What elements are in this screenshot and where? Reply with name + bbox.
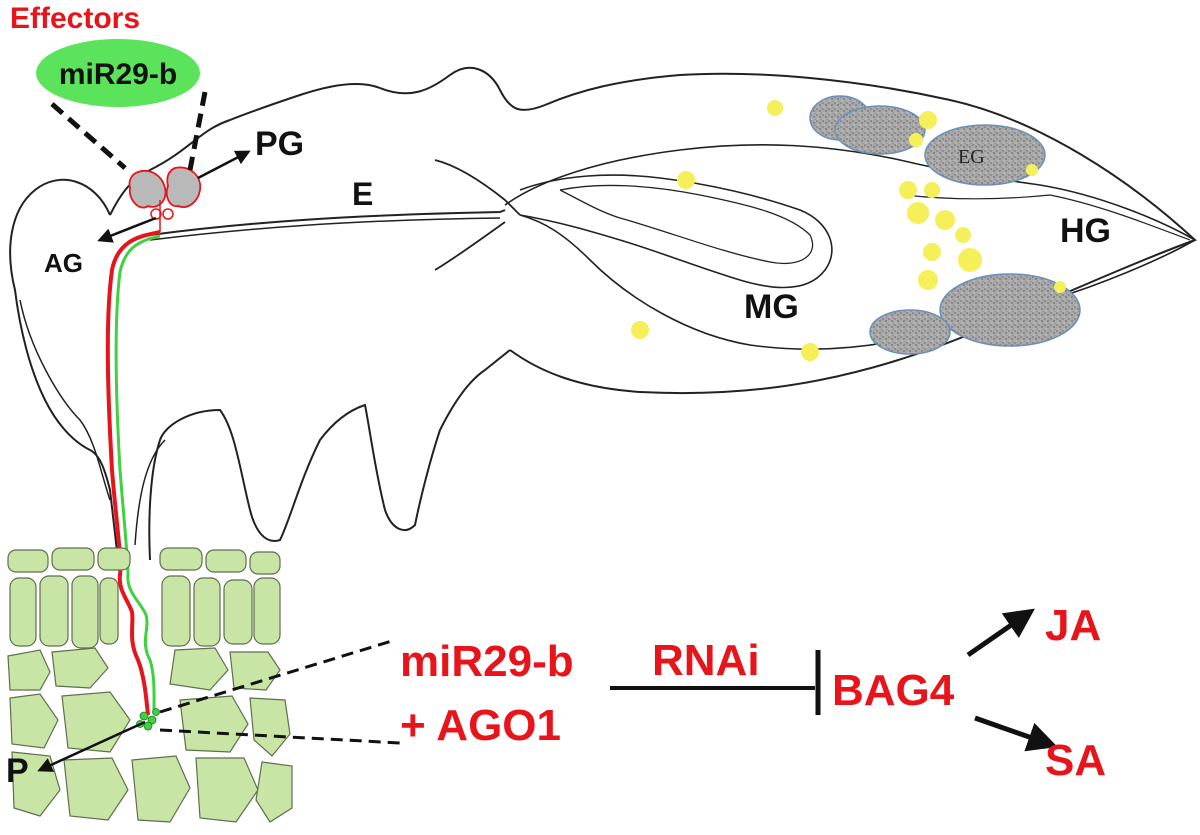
plant-cell <box>9 693 59 749</box>
symbiont-dot <box>899 181 917 199</box>
pg-arrow <box>197 150 251 180</box>
sa-label: SA <box>1045 736 1106 785</box>
symbiont-dot <box>767 100 783 116</box>
embryo <box>834 105 926 155</box>
phloem-cell <box>139 711 149 721</box>
bubble-pointer-line <box>50 102 127 170</box>
plant-cell <box>249 697 291 757</box>
symbiont-dot <box>907 202 929 224</box>
embryo <box>924 124 1046 186</box>
plant-cell <box>161 575 191 647</box>
gut <box>434 144 1197 350</box>
plant-cell <box>193 577 221 647</box>
eg-label: EG <box>958 146 985 168</box>
plant-cell <box>195 757 259 823</box>
plant-cell <box>51 547 95 571</box>
plant-cell <box>205 549 247 573</box>
aphid-body <box>9 66 1197 561</box>
hg-label: HG <box>1060 212 1111 250</box>
symbiont-dot <box>677 171 695 189</box>
symbiont-dot <box>935 210 955 230</box>
embryo <box>939 273 1081 347</box>
plant-cell <box>97 547 131 571</box>
symbiont-dot <box>924 182 940 198</box>
plant-cell <box>229 651 281 691</box>
esophagus <box>149 217 501 241</box>
embryos <box>809 95 1081 355</box>
symbiont-dot <box>919 111 937 129</box>
symbiont-dot <box>918 270 938 290</box>
plant-cell <box>99 577 119 645</box>
p-label: P <box>6 752 29 790</box>
symbiont-dot <box>955 227 971 243</box>
plant-cell <box>159 547 203 571</box>
principal-gland <box>128 170 167 209</box>
sa-arrow <box>974 715 1058 752</box>
ja-arrow <box>966 608 1035 658</box>
aphid-head-top-outline <box>109 66 1197 395</box>
ag-label: AG <box>44 248 83 278</box>
ago1-label: + AGO1 <box>400 701 561 750</box>
plant-cell <box>61 691 131 753</box>
plant-cell <box>253 577 281 645</box>
esophagus <box>149 209 506 236</box>
embryo <box>869 309 951 355</box>
symbionts <box>631 100 1066 361</box>
phloem-cell <box>147 715 157 725</box>
plant-cell <box>223 579 253 645</box>
plant-tissue <box>7 547 293 823</box>
aphid-head-thorax-outline <box>9 178 511 561</box>
effector-bubble <box>36 39 200 107</box>
plant-cell <box>249 551 281 575</box>
symbiont-dot <box>1026 164 1038 176</box>
symbiont-dot <box>631 321 649 339</box>
plant-cell <box>9 577 37 647</box>
gut-outer-outline <box>504 144 1197 350</box>
symbiont-dot <box>958 248 982 272</box>
pg-label: PG <box>255 125 304 163</box>
salivary-canal-red <box>105 230 161 716</box>
foregut-fork <box>434 159 521 271</box>
plant-cell <box>71 575 99 649</box>
effectors-label: Effectors <box>10 2 140 35</box>
e-label: E <box>352 176 373 212</box>
plant-cell <box>63 757 129 821</box>
ag-arrow <box>97 216 157 243</box>
mir-complex-label: miR29-b <box>400 637 574 686</box>
plant-cell <box>7 549 49 573</box>
complex-pointer-line <box>159 728 401 745</box>
symbiont-dot <box>801 343 819 361</box>
phloem-cell <box>152 708 160 716</box>
plant-cell <box>131 755 191 823</box>
plant-cell <box>169 647 229 691</box>
plant-cell <box>39 575 69 647</box>
plant-cell <box>255 761 293 823</box>
salivary-glands <box>128 166 202 232</box>
plant-cell <box>51 647 109 689</box>
p-arrow <box>37 720 146 772</box>
gut-inner-line <box>904 194 1191 241</box>
complex-pointer-line <box>159 638 396 714</box>
bubble-label: miR29-b <box>59 58 177 91</box>
bubble-pointer-line <box>187 91 208 171</box>
bag4-label: BAG4 <box>832 666 955 715</box>
ja-label: JA <box>1045 601 1101 650</box>
phloem-cell <box>143 721 153 731</box>
aphid-leg-outline <box>134 439 166 546</box>
rnai-label: RNAi <box>652 636 760 685</box>
plant-cell <box>179 695 249 753</box>
symbiont-dot <box>1054 281 1066 293</box>
symbiont-dot <box>909 133 923 147</box>
mg-label: MG <box>744 288 799 326</box>
accessory-gland <box>162 208 174 220</box>
midgut-loop-outline <box>519 174 833 289</box>
midgut-inner-outline <box>559 184 814 264</box>
plant-cell <box>7 649 51 691</box>
symbiont-dot <box>923 243 941 261</box>
principal-gland <box>165 166 202 208</box>
aphid-leg-outline <box>19 299 111 501</box>
